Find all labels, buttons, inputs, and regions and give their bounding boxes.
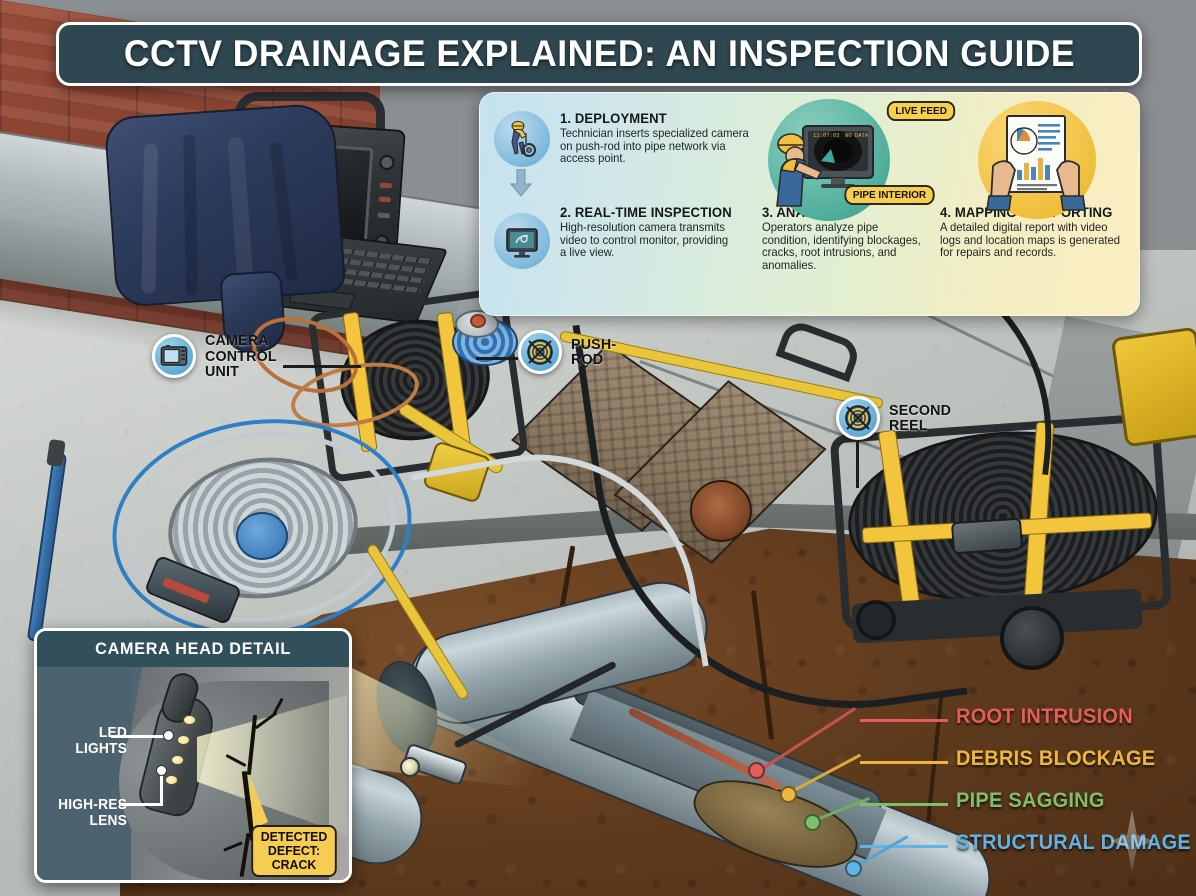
callout-leader-line — [476, 357, 518, 360]
page-title-bar: CCTV DRAINAGE EXPLAINED: AN INSPECTION G… — [56, 22, 1142, 86]
control-unit-led — [379, 182, 393, 189]
legend-label: PIPE SAGGING — [956, 789, 1105, 812]
control-unit-led — [377, 212, 390, 219]
legend-label: DEBRIS BLOCKAGE — [956, 747, 1156, 770]
defect-legend: ROOT INTRUSION DEBRIS BLOCKAGE PIPE SAGG… — [860, 700, 1196, 868]
lens-marker-dot — [156, 765, 167, 776]
callout-leader-line — [283, 365, 361, 368]
spool-marker — [470, 314, 486, 328]
led-leader-line — [111, 735, 169, 738]
lens-leader-line — [160, 771, 163, 805]
legend-line — [860, 761, 948, 764]
led-marker-dot — [163, 730, 174, 741]
page-title: CCTV DRAINAGE EXPLAINED: AN INSPECTION G… — [123, 33, 1075, 74]
legend-line — [860, 803, 948, 806]
callout-label: CAMERA CONTROL UNIT — [205, 332, 277, 380]
svg-text:12:07:03: 12:07:03 — [813, 133, 840, 139]
root-marker-dot — [748, 762, 765, 779]
legend-item-root-intrusion[interactable]: ROOT INTRUSION — [860, 700, 1196, 742]
detail-label-pane — [37, 667, 131, 880]
process-steps-panel: 1. DEPLOYMENT Technician inserts special… — [479, 92, 1140, 316]
structural-marker-dot — [845, 860, 862, 877]
control-unit-led — [378, 196, 392, 203]
detected-defect-tag: DETECTED DEFECT: CRACK — [251, 825, 337, 877]
detail-panel-title: CAMERA HEAD DETAIL — [95, 639, 291, 658]
access-point-opening — [690, 480, 752, 542]
legend-label: ROOT INTRUSION — [956, 705, 1133, 728]
detail-panel-body: LED LIGHTS HIGH-RES LENS DETECTED DEFECT… — [37, 667, 349, 880]
reel-knob — [236, 512, 288, 560]
legend-item-debris-blockage[interactable]: DEBRIS BLOCKAGE — [860, 742, 1196, 784]
arrow-down-icon — [508, 168, 534, 197]
reel-icon — [836, 396, 880, 440]
detail-panel-header: CAMERA HEAD DETAIL — [37, 631, 349, 667]
callout-second-reel[interactable]: SECOND REEL — [836, 396, 954, 440]
monitor-icon — [494, 213, 550, 269]
yellow-equipment-case — [1110, 326, 1196, 448]
callout-label: SECOND REEL — [889, 401, 952, 434]
sagging-marker-dot — [804, 814, 821, 831]
reel-cart-wheel — [856, 600, 896, 640]
reel-cart-wheel — [1000, 606, 1064, 670]
reel-camera-dock — [950, 517, 1024, 555]
legend-line — [860, 719, 948, 722]
step-body: Technician inserts specialized camera on… — [560, 127, 749, 166]
svg-text:NO DATA: NO DATA — [845, 133, 869, 139]
legend-label: STRUCTURAL DAMAGE — [956, 831, 1192, 854]
legend-item-structural-damage[interactable]: STRUCTURAL DAMAGE — [860, 826, 1196, 868]
legend-item-pipe-sagging[interactable]: PIPE SAGGING — [860, 784, 1196, 826]
legend-line — [860, 845, 948, 848]
step-title: 2. REAL-TIME INSPECTION — [560, 205, 732, 220]
led-lights-label: LED LIGHTS — [75, 725, 127, 757]
lens-leader-line — [119, 803, 163, 806]
high-res-lens-label: HIGH-RES LENS — [58, 797, 127, 829]
callout-camera-control-unit[interactable]: CAMERA CONTROL UNIT — [152, 333, 281, 380]
control-unit-dial — [378, 154, 395, 171]
pipe-interior-bubble: PIPE INTERIOR — [844, 185, 935, 205]
reel-icon — [518, 330, 562, 374]
step-body: Operators analyze pipe condition, identi… — [762, 221, 921, 272]
control-unit-icon — [152, 334, 196, 379]
callout-leader-line — [856, 440, 859, 488]
technician-with-reel-icon — [494, 111, 550, 167]
step-body: A detailed digital report with video log… — [940, 221, 1121, 260]
hands-holding-report-icon — [978, 101, 1096, 219]
live-feed-bubble: LIVE FEED — [886, 101, 956, 121]
step-title: 1. DEPLOYMENT — [560, 111, 667, 126]
step-body: High-resolution camera transmits video t… — [560, 221, 729, 260]
debris-marker-dot — [780, 786, 797, 803]
callout-label: PUSH- ROD — [571, 335, 617, 368]
callout-push-rod[interactable]: PUSH- ROD — [518, 330, 619, 374]
camera-head-detail-panel: CAMERA HEAD DETAIL LED LIGH — [34, 628, 352, 883]
camera-lens — [400, 757, 420, 777]
